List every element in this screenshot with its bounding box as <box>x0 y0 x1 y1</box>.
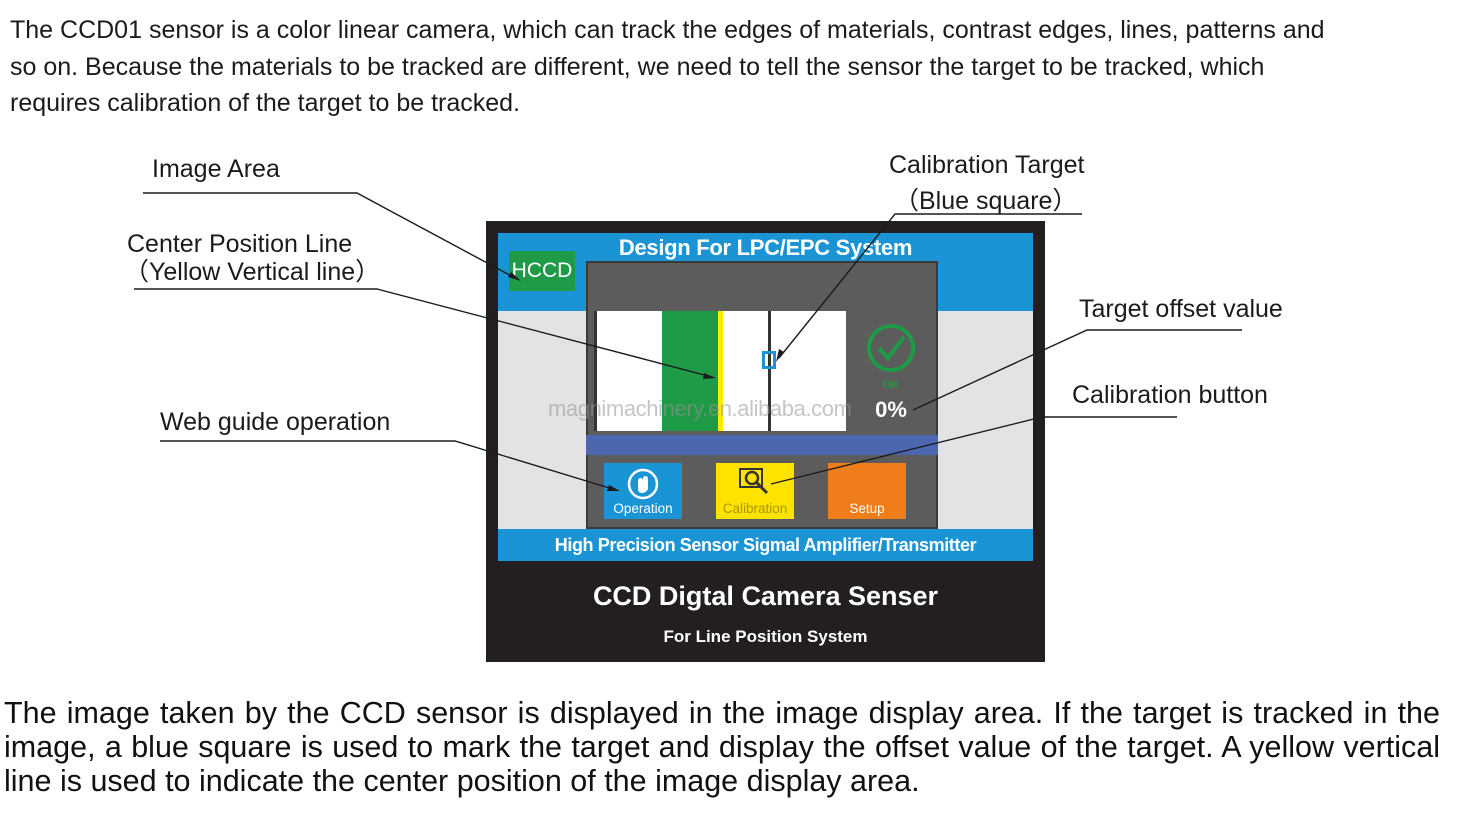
callout-target-offset: Target offset value <box>1079 295 1283 323</box>
operation-button-label: Operation <box>613 501 673 516</box>
outro-paragraph: The image taken by the CCD sensor is dis… <box>4 696 1440 798</box>
target-offset-value: 0% <box>875 397 907 422</box>
callout-center-line: Center Position Line <box>127 230 353 258</box>
calibration-button[interactable]: Calibration <box>716 463 794 519</box>
hand-pointer-icon <box>627 468 659 500</box>
check-circle-icon <box>867 324 915 372</box>
callout-calibration-button: Calibration button <box>1072 381 1268 409</box>
leader-image-area <box>143 192 518 280</box>
position-bar <box>586 435 938 455</box>
leader-target-offset <box>912 329 1242 411</box>
leader-calibration-target <box>778 213 1082 359</box>
setup-button-label: Setup <box>849 501 885 516</box>
callout-web-guide: Web guide operation <box>160 408 391 436</box>
intro-paragraph: The CCD01 sensor is a color linear camer… <box>10 16 1325 117</box>
calibration-target-square <box>762 351 776 369</box>
status-ok-text: OK <box>882 379 900 391</box>
calibration-button-label: Calibration <box>722 501 788 516</box>
setup-button[interactable]: Setup <box>828 463 906 519</box>
callout-center-line-sub: （Yellow Vertical line） <box>124 258 381 286</box>
device-subtitle: For Line Position System <box>663 627 868 646</box>
leader-web-guide <box>160 440 617 491</box>
magnifier-icon <box>739 468 769 495</box>
status-box: OK 0% <box>850 311 932 431</box>
leader-calibration-button <box>770 416 1177 485</box>
screen-title: Design For LPC/EPC System <box>618 235 913 260</box>
image-divider <box>594 311 597 431</box>
center-position-line <box>718 311 723 431</box>
callout-image-area: Image Area <box>152 155 280 183</box>
hccd-logo: HCCD <box>509 251 575 291</box>
leader-center-line <box>134 288 713 378</box>
callout-calibration-target-sub: （Blue square） <box>894 187 1078 215</box>
device-title: CCD Digtal Camera Senser <box>592 581 939 611</box>
watermark: magnimachinery.en.alibaba.com <box>548 396 852 421</box>
callout-calibration-target: Calibration Target <box>889 151 1085 179</box>
screen-footer: High Precision Sensor Sigmal Amplifier/T… <box>498 529 1033 561</box>
image-area <box>594 311 846 431</box>
image-divider <box>768 311 771 431</box>
